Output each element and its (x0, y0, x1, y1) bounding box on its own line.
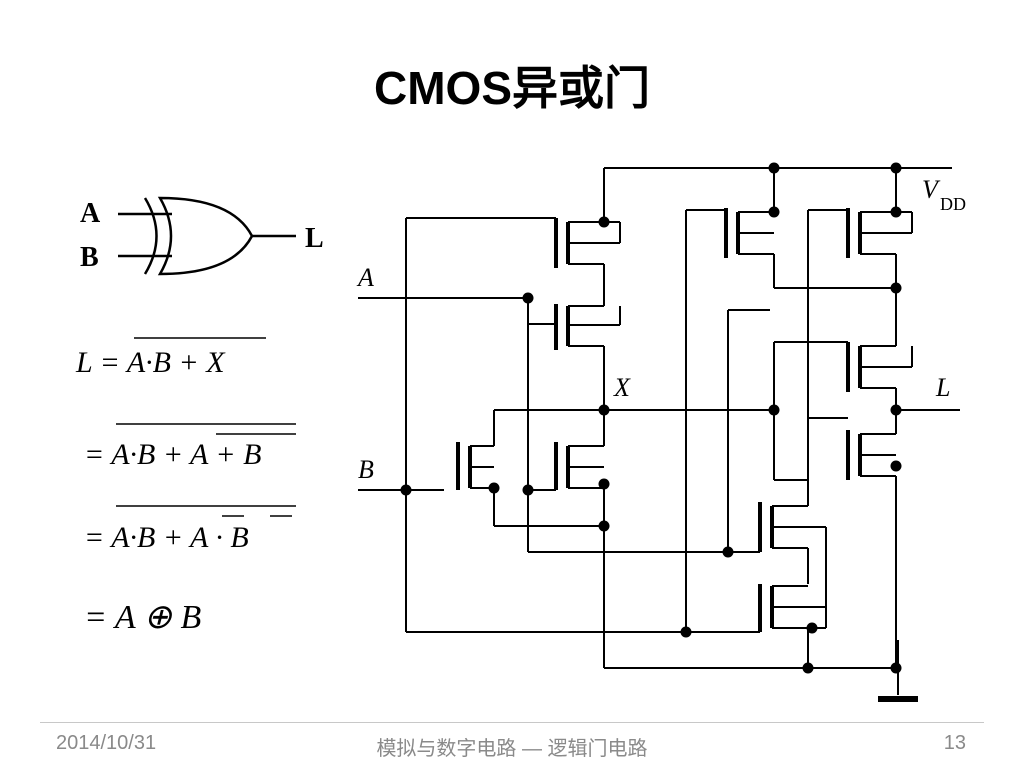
xor-body (157, 196, 254, 276)
equation-1: L = A·B + X (75, 346, 226, 379)
page-number: 13 (943, 732, 966, 754)
junction-dots (400, 162, 902, 674)
equation-overbars (116, 337, 296, 517)
equation-4: = A ⊕ B (84, 599, 201, 636)
xor-extra-curve (143, 197, 158, 275)
footer-date: 2014/10/31 (56, 732, 157, 754)
symbol-input-a-label: A (80, 198, 101, 229)
circuit-output-label: L (935, 373, 950, 402)
vdd-subscript: DD (940, 194, 966, 214)
symbol-input-b-label: B (80, 242, 99, 273)
symbol-output-label: L (305, 223, 324, 254)
cmos-xor-circuit (358, 167, 960, 702)
equation-2: = A·B + A + B (84, 438, 261, 471)
slide-title: CMOS异或门 (374, 62, 650, 114)
circuit-input-b-label: B (358, 455, 374, 484)
footer-course: 模拟与数字电路 — 逻辑门电路 (376, 738, 648, 760)
node-x-label: X (613, 373, 631, 402)
vdd-label: V (922, 175, 941, 204)
xor-gate-symbol (118, 196, 296, 276)
circuit-input-a-label: A (356, 263, 374, 292)
equation-3: = A·B + A · B (84, 521, 249, 554)
footer-divider (40, 722, 984, 723)
